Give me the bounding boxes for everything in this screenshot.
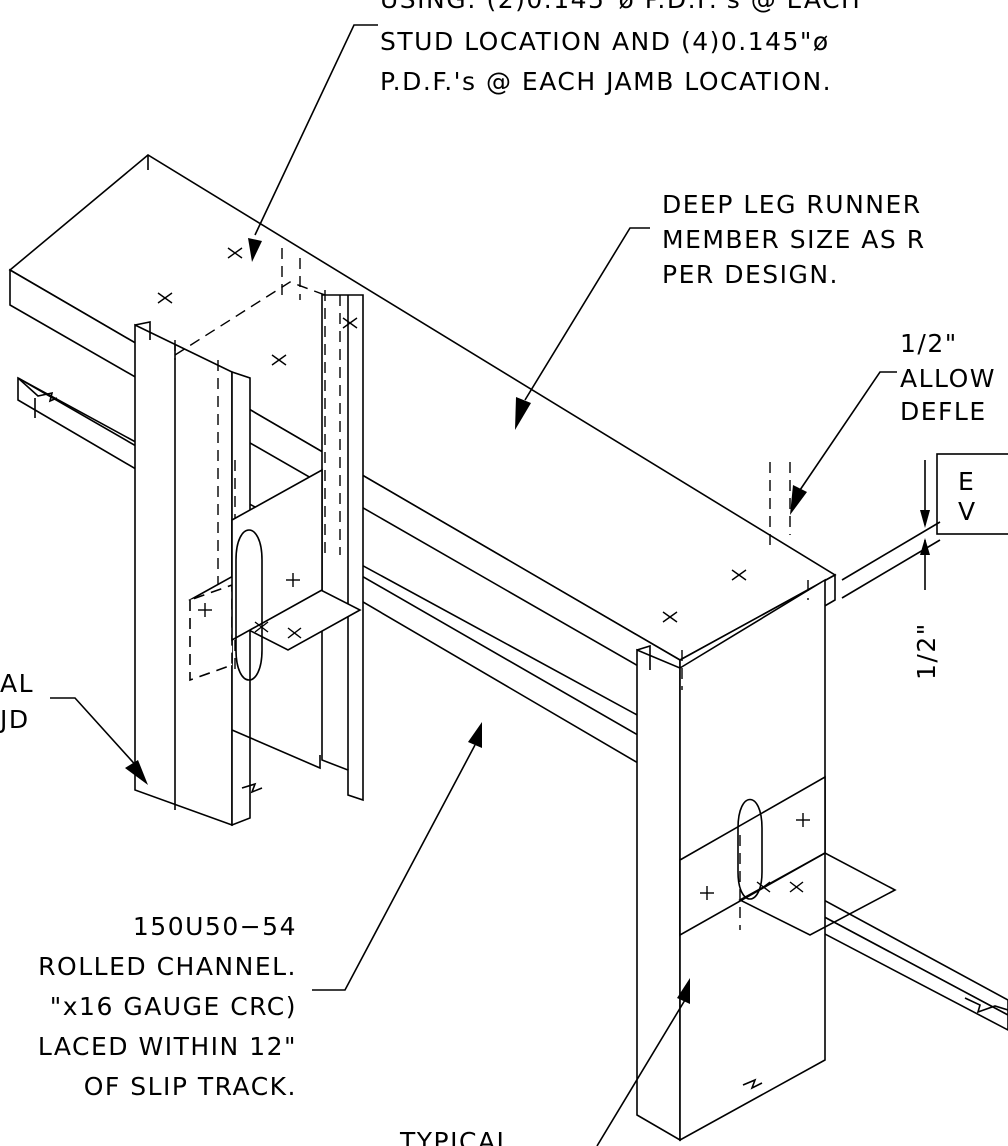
note-top-line2: STUD LOCATION AND (4)0.145"ø xyxy=(380,27,830,56)
left-clip-vertical-leg xyxy=(189,583,233,682)
note-top-line3: P.D.F.'s @ EACH JAMB LOCATION. xyxy=(380,67,832,96)
right-stud-lip xyxy=(636,644,651,670)
note-allow-line2: ALLOW xyxy=(900,364,996,393)
left-clip-angle xyxy=(188,468,362,682)
note-boxed-line2: V xyxy=(958,497,977,526)
runner-fasteners xyxy=(157,247,747,623)
note-channel-line3: "x16 GAUGE CRC) xyxy=(50,992,297,1021)
note-dim-vertical: 1/2" xyxy=(912,622,941,680)
left-stud-lip xyxy=(134,321,151,340)
note-channel-line4: LACED WITHIN 12" xyxy=(38,1032,297,1061)
channel-leader xyxy=(312,744,476,991)
deflection-dimension xyxy=(841,453,1008,599)
left-stud-back-flange xyxy=(231,729,321,770)
left-stud-break xyxy=(241,782,263,794)
right-clip-angle xyxy=(679,775,897,937)
note-stud-line2: JD xyxy=(0,705,30,734)
note-channel-line5: OF SLIP TRACK. xyxy=(84,1072,297,1101)
right-stud-break xyxy=(742,1078,763,1090)
note-runner-line2: MEMBER SIZE AS R xyxy=(662,225,926,254)
note-runner-line3: PER DESIGN. xyxy=(662,260,839,289)
typical-stud-leader xyxy=(596,999,686,1146)
callout-box xyxy=(936,453,1008,535)
right-clip-horizontal-leg xyxy=(738,852,897,936)
note-top-line1: USING: (2)0.145"ø P.D.F.'s @ EACH xyxy=(380,0,861,14)
channel-right-break xyxy=(964,997,1008,1014)
note-allow-line1: 1/2" xyxy=(900,329,958,358)
rear-stud xyxy=(321,294,364,802)
runner-note-leader xyxy=(524,227,650,401)
left-clip-slot xyxy=(235,529,263,681)
hidden-lines-left xyxy=(174,248,341,670)
note-channel-line2: ROLLED CHANNEL. xyxy=(38,952,297,981)
right-stud-flange xyxy=(636,648,681,1142)
left-typical-stud xyxy=(134,294,364,827)
note-typical: TYPICAL xyxy=(399,1127,512,1146)
top-note-leader xyxy=(254,24,378,236)
channel-left-break xyxy=(17,377,58,403)
note-stud-line1: AL xyxy=(0,669,34,698)
note-channel-line1: 150U50−54 xyxy=(133,912,297,941)
right-clip-slot xyxy=(737,798,763,900)
note-runner-line1: DEEP LEG RUNNER xyxy=(662,190,922,219)
leader-lines xyxy=(50,24,897,1146)
note-allow-line3: DEFLE xyxy=(900,397,987,426)
gap-line-upper xyxy=(841,521,941,581)
left-clip-back-leg xyxy=(231,468,323,642)
allow-note-leader xyxy=(799,371,897,491)
note-boxed-line1: E xyxy=(958,467,975,496)
stud-note-leader xyxy=(50,697,141,771)
